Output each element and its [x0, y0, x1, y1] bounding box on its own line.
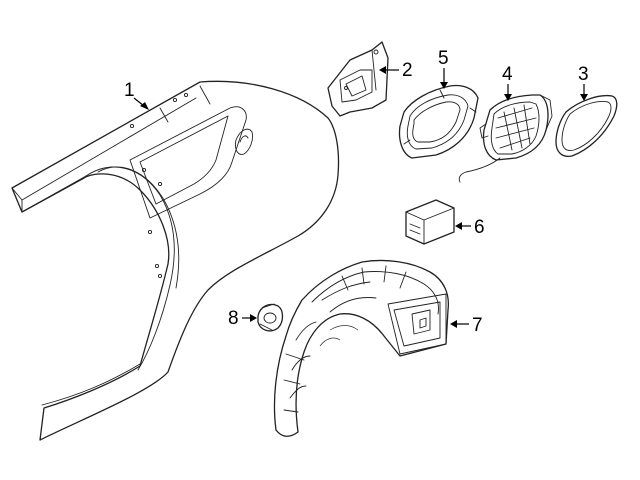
- fuel-door-part-4: [458, 94, 553, 183]
- callout-label-8: 8: [228, 308, 239, 329]
- callout-label-1: 1: [124, 80, 135, 101]
- callout-3: 3: [578, 64, 589, 101]
- callout-label-2: 2: [402, 60, 413, 81]
- wheel-liner-part-7: [273, 259, 450, 437]
- quarter-panel-part-1: [11, 80, 340, 441]
- callout-2: 2: [379, 60, 413, 81]
- fuel-cover-part-3: [555, 94, 618, 158]
- callout-8: 8: [228, 308, 257, 329]
- callout-label-6: 6: [474, 217, 485, 238]
- callout-label-7: 7: [472, 315, 483, 336]
- clip-part-8: [257, 303, 284, 332]
- callout-7: 7: [450, 315, 483, 336]
- callout-1: 1: [124, 80, 149, 110]
- callout-label-5: 5: [438, 48, 449, 69]
- callout-label-4: 4: [502, 64, 513, 85]
- callout-label-3: 3: [578, 64, 589, 85]
- bracket-part-2: [327, 41, 389, 117]
- callout-6: 6: [455, 217, 485, 238]
- block-part-6: [405, 199, 455, 245]
- fuel-housing-part-5: [398, 84, 479, 159]
- callout-4: 4: [502, 64, 513, 101]
- callout-5: 5: [438, 48, 449, 89]
